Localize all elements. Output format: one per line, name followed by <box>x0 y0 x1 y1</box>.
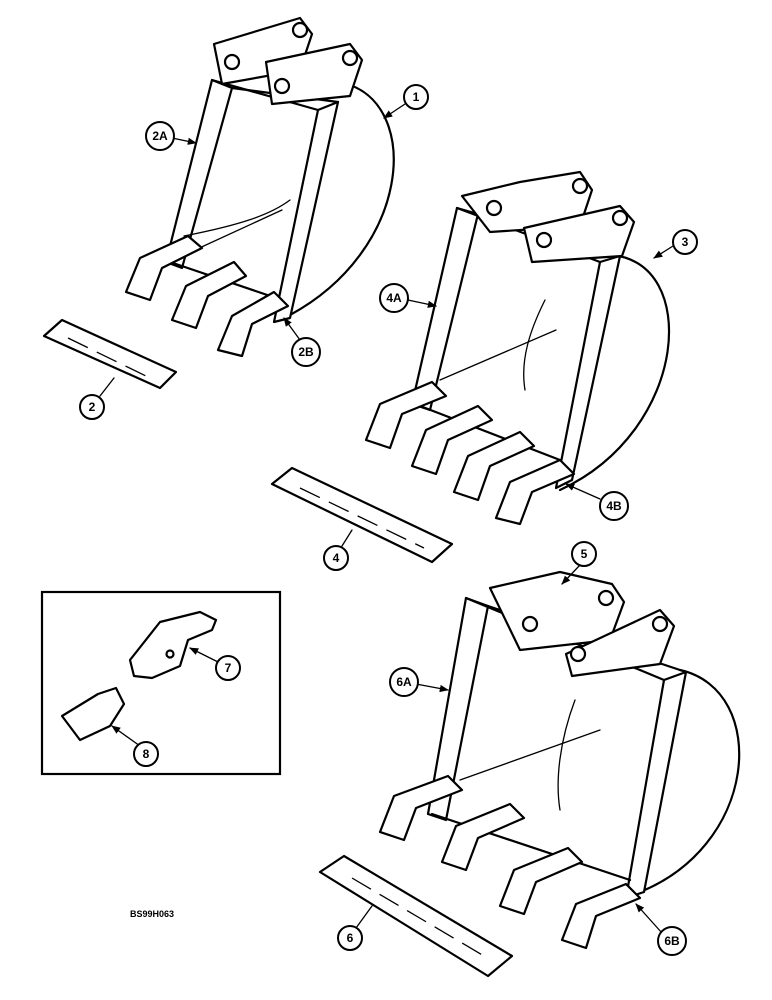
svg-text:6: 6 <box>347 931 354 945</box>
bucket-3 <box>364 170 671 526</box>
tooth-adapter-7 <box>128 610 218 680</box>
svg-text:5: 5 <box>581 547 588 561</box>
bucket-1 <box>124 16 395 358</box>
svg-text:6A: 6A <box>396 675 412 689</box>
cutting-edge-2 <box>42 318 178 390</box>
bucket-5 <box>378 570 741 950</box>
svg-text:7: 7 <box>225 661 232 675</box>
callout-8: 8 <box>111 725 159 767</box>
callout-2b: 2B <box>283 317 321 367</box>
callout-1: 1 <box>383 84 429 119</box>
cutting-edge-4 <box>270 466 454 564</box>
reference-code: BS99H063 <box>130 909 174 919</box>
svg-text:4: 4 <box>333 551 340 565</box>
svg-text:2: 2 <box>89 400 96 414</box>
svg-text:2A: 2A <box>152 129 168 143</box>
svg-text:1: 1 <box>413 90 420 104</box>
tooth-8 <box>60 686 126 742</box>
svg-text:8: 8 <box>143 747 150 761</box>
callout-4b: 4B <box>565 483 629 521</box>
svg-text:2B: 2B <box>298 345 314 359</box>
callout-3: 3 <box>653 229 698 259</box>
callout-4a: 4A <box>379 283 437 313</box>
inset-frame <box>40 590 282 776</box>
callout-2: 2 <box>79 377 115 420</box>
cutting-edge-6 <box>318 854 514 978</box>
callout-6b: 6B <box>635 903 687 956</box>
svg-text:4B: 4B <box>606 499 622 513</box>
callout-5: 5 <box>561 541 597 585</box>
callout-2a: 2A <box>145 121 197 151</box>
callout-4: 4 <box>323 529 353 571</box>
svg-text:6B: 6B <box>664 934 680 948</box>
callout-6: 6 <box>337 905 373 951</box>
callout-7: 7 <box>189 647 241 681</box>
callout-6a: 6A <box>389 667 449 697</box>
svg-text:4A: 4A <box>386 291 402 305</box>
svg-text:3: 3 <box>682 235 689 249</box>
